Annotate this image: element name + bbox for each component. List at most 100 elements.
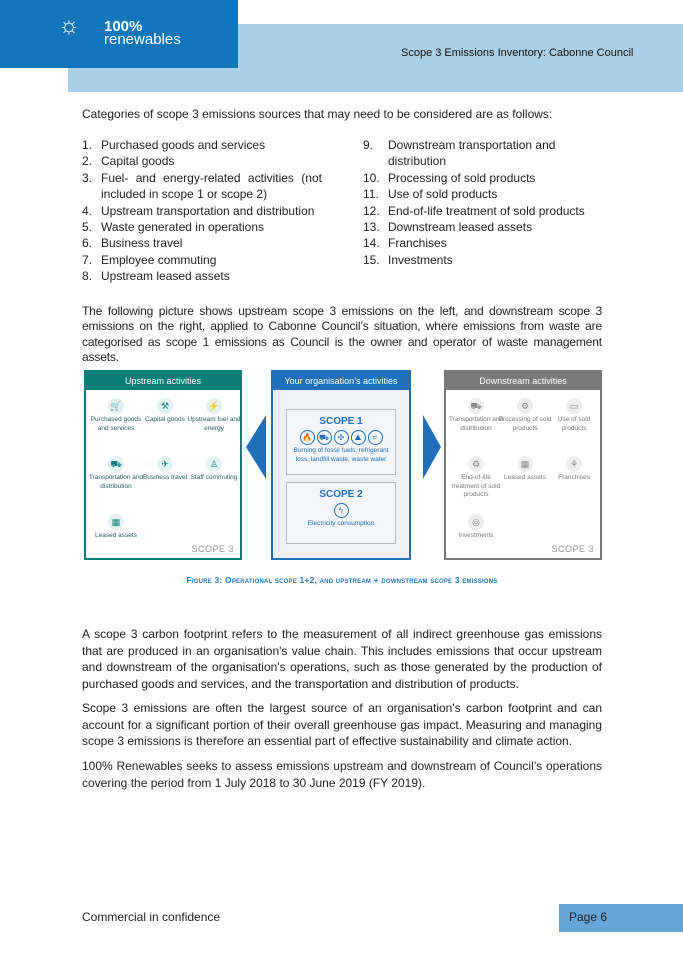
picture-paragraph: The following picture shows upstream sco… <box>82 304 602 365</box>
activity-item: ♙ Staff commuting <box>186 456 242 483</box>
list-item: 3.Fuel- and energy-related activities (n… <box>82 170 322 203</box>
list-item: 6. Business travel <box>82 235 322 251</box>
figure-caption: Figure 3: Operational scope 1+2, and ups… <box>186 575 498 585</box>
sun-leaf-icon: ☼ <box>58 12 80 39</box>
item-number: 2. <box>82 154 93 169</box>
org-box: Your organisation’s activities SCOPE 1 🔥… <box>271 370 411 560</box>
crane-icon: ⚒ <box>157 398 173 414</box>
cart-icon: 🛒 <box>108 398 124 414</box>
activity-label: Staff commuting <box>190 474 238 481</box>
activity-item: ♻ End-of-life treatment of sold products <box>448 456 504 500</box>
scope3-label: SCOPE 3 <box>551 544 594 554</box>
footer-text: Commercial in confidence <box>82 910 221 924</box>
item-number: 8. <box>82 269 93 284</box>
activity-label: Upstream fuel and energy <box>187 416 241 432</box>
activity-item: ▦Leased assets <box>88 514 144 541</box>
lightning-icon: ϟ <box>333 503 349 518</box>
paragraph-3: 100% Renewables seeks to assess emission… <box>82 759 602 790</box>
downstream-box: Downstream activities ⛟ Transportation an… <box>444 370 602 560</box>
item-number: 1. <box>82 138 93 152</box>
item-number: 4. <box>82 203 93 218</box>
upstream-title: Upstream activities <box>86 372 240 390</box>
fan-icon: ✣ <box>333 430 349 445</box>
activity-label: Capital goods <box>145 416 185 423</box>
item-number: 5. <box>82 220 93 235</box>
activity-label: Purchased goods and services <box>90 416 142 432</box>
intro-text: Categories of scope 3 emissions sources … <box>82 107 553 121</box>
category-list-right: 9.Downstream transportation and distribu… <box>363 137 603 268</box>
left-arrow-icon <box>246 415 266 479</box>
item-number: 14. <box>363 236 380 251</box>
recycle-icon: ♻ <box>468 456 484 472</box>
coins-icon: ◎ <box>468 514 484 530</box>
item-text: Business travel <box>101 236 183 251</box>
activity-label: End-of-life treatment of sold products <box>451 474 501 498</box>
item-text: Capital goods <box>101 154 175 169</box>
list-item: 4.Upstream transportation and distributi… <box>82 203 322 219</box>
landfill-icon: ⛰ <box>350 430 366 445</box>
scope1-box: SCOPE 1 🔥⛟✣⛰≈ Burning of fossil fuels, r… <box>286 409 396 475</box>
downstream-title: Downstream activities <box>446 372 600 390</box>
activity-label: Processing of sold products <box>498 416 552 432</box>
right-arrow-icon <box>423 415 441 479</box>
plane-icon: ✈ <box>157 456 173 472</box>
truck-icon: ⛟ <box>468 398 484 414</box>
activity-item: ⚙Processing of sold products <box>497 398 553 433</box>
activity-item: ✈ Business travel <box>137 456 193 483</box>
activity-label: Franchises <box>558 474 590 481</box>
category-list-left: 1. Purchased goods and services 2. Capital … <box>82 137 322 285</box>
activity-item: 🛒 Purchased goods and services <box>88 398 144 433</box>
truck-icon: ⛟ <box>108 456 124 472</box>
item-number: 12. <box>363 203 380 218</box>
list-item: 13.Downstream leased assets <box>363 219 603 235</box>
scope3-label: SCOPE 3 <box>191 544 234 554</box>
logo: ☼ 100% renewables <box>0 0 238 68</box>
item-number: 11. <box>363 187 379 202</box>
item-text: Downstream leased assets <box>388 220 533 235</box>
document-title: Scope 3 Emissions Inventory: Cabonne Cou… <box>401 47 634 59</box>
logo-text: 100% <box>104 18 143 35</box>
item-text: Fuel- and energy-related activities (not… <box>101 170 322 202</box>
product-icon: ▭ <box>566 398 582 414</box>
org-title: Your organisation’s activities <box>273 372 409 390</box>
activity-label: Transportation and distribution <box>448 416 504 432</box>
paragraph-1: A scope 3 carbon footprint refers to the… <box>82 627 602 691</box>
item-text: Franchises <box>388 236 447 251</box>
list-item: 9.Downstream transportation and distribu… <box>363 137 603 170</box>
item-number: 9. <box>363 138 374 152</box>
activity-item: ⚒ Capital goods <box>137 398 193 425</box>
franchise-icon: ⚘ <box>566 456 582 472</box>
list-item: 7. Employee commuting <box>82 252 322 268</box>
item-number: 15. <box>363 252 380 267</box>
item-text: Purchased goods and services <box>101 138 266 152</box>
activity-item: ◎Investments <box>448 514 504 541</box>
list-item: 2. Capital goods <box>82 153 322 169</box>
page-number: Page 6 <box>559 904 683 932</box>
list-item: 14. Franchises <box>363 235 603 251</box>
item-number: 7. <box>82 252 93 267</box>
activity-label: Business travel <box>142 474 188 481</box>
list-item: 11.Use of sold products <box>363 186 603 202</box>
building-icon: ▦ <box>517 456 533 472</box>
item-number: 6. <box>82 236 93 251</box>
activity-item: ▭ Use of sold products <box>546 398 602 433</box>
activity-item: ⚡Upstream fuel and energy <box>186 398 242 433</box>
activity-label: Transportation and distribution <box>88 474 144 490</box>
list-item: 12. End-of-life treatment of sold product… <box>363 203 603 219</box>
logo-text-2: renewables <box>104 31 181 48</box>
flame-icon: 🔥 <box>299 430 315 445</box>
item-number: 10. <box>363 170 380 185</box>
item-text: Upstream leased assets <box>101 269 230 284</box>
item-text: Waste generated in operations <box>101 220 264 235</box>
item-text: End-of-life treatment of sold products <box>388 203 585 218</box>
water-icon: ≈ <box>367 430 383 445</box>
activity-item: ⛟ Transportation and distribution <box>88 456 144 491</box>
list-item: 15.Investments <box>363 252 603 268</box>
person-icon: ♙ <box>206 456 222 472</box>
list-item: 1. Purchased goods and services <box>82 137 322 153</box>
activity-label: Use of sold products <box>557 416 591 432</box>
item-text: Processing of sold products <box>388 170 536 185</box>
activity-item: ▦Leased assets <box>497 456 553 483</box>
paragraph-2: Scope 3 emissions are often the largest … <box>82 701 602 749</box>
item-text: Employee commuting <box>101 252 217 267</box>
